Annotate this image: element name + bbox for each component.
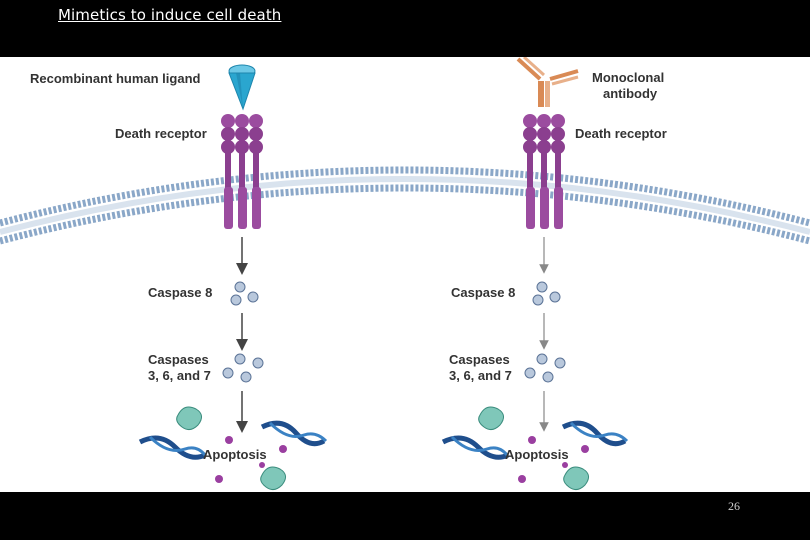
right-pathway: Monoclonal antibody Death receptor Cas	[441, 57, 667, 491]
left-caspases-label-2: 3, 6, and 7	[148, 368, 211, 383]
right-caspases-label-1: Caspases	[449, 352, 510, 367]
left-outcome-label: Apoptosis	[203, 447, 267, 462]
left-fragment-icon	[215, 436, 287, 483]
right-receptor-icon	[523, 114, 565, 229]
right-dna-icon	[441, 420, 629, 460]
right-caspases-icon	[524, 353, 566, 383]
left-dna-icon	[138, 420, 328, 460]
right-enzyme-icon	[478, 406, 589, 491]
ligand-label: Recombinant human ligand	[30, 71, 201, 86]
slide-title: Mimetics to induce cell death	[58, 6, 282, 24]
ligand-icon	[228, 64, 256, 111]
right-receptor-label: Death receptor	[575, 126, 667, 141]
mechanism-diagram: Recombinant human ligand	[0, 57, 810, 491]
left-enzyme-icon	[176, 406, 286, 491]
antibody-label-2: antibody	[603, 86, 658, 101]
left-receptor-icon	[221, 114, 263, 229]
left-receptor-label: Death receptor	[115, 126, 207, 141]
right-outcome-label: Apoptosis	[505, 447, 569, 462]
figure-panel: Recombinant human ligand	[0, 57, 810, 492]
slide-number: 26	[728, 499, 740, 513]
left-caspases-label-1: Caspases	[148, 352, 209, 367]
left-pathway: Recombinant human ligand	[30, 64, 328, 491]
antibody-icon	[516, 57, 579, 107]
left-caspase8-icon	[230, 281, 259, 306]
right-caspase8-label: Caspase 8	[451, 285, 515, 300]
left-caspase8-label: Caspase 8	[148, 285, 212, 300]
antibody-label-1: Monoclonal	[592, 70, 664, 85]
right-fragment-icon	[518, 436, 589, 483]
right-caspases-label-2: 3, 6, and 7	[449, 368, 512, 383]
cell-membrane	[0, 166, 810, 245]
left-caspases-icon	[222, 353, 264, 383]
right-caspase8-icon	[532, 281, 561, 306]
